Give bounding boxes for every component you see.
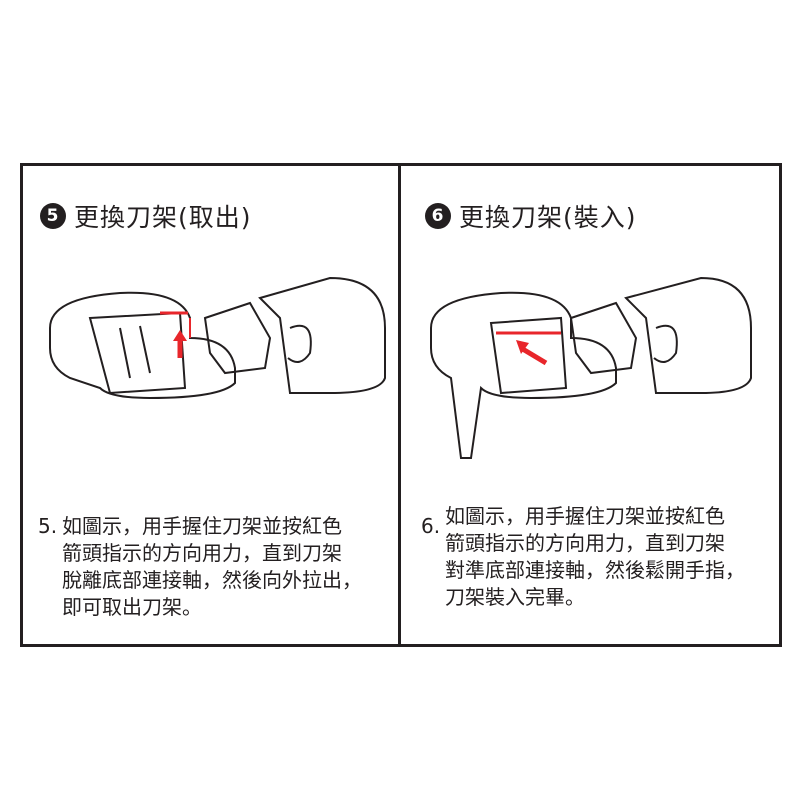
panel-install-blade: 6 更換刀架(裝入) 6. 如圖示，用手握住刀架並按紅色 箭頭指示的方向用力，直… [401, 163, 779, 647]
red-arrow-icon [519, 345, 548, 366]
panel-heading: 5 更換刀架(取出) [40, 198, 252, 234]
sharpener-illustration-remove [49, 276, 386, 400]
panel-divider [398, 163, 401, 647]
description-line: 箭頭指示的方向用力，直到刀架 [445, 531, 725, 555]
panel-title: 更換刀架(裝入) [459, 203, 637, 232]
instruction-frame [20, 163, 782, 647]
step-number: 5. [38, 514, 58, 538]
description-line: 如圖示，用手握住刀架並按紅色 [445, 504, 725, 528]
step-number: 6. [421, 514, 441, 538]
step-description: 6. 如圖示，用手握住刀架並按紅色 箭頭指示的方向用力，直到刀架 對準底部連接軸… [421, 504, 745, 611]
panel-remove-blade: 5 更換刀架(取出) 5. 如圖示，用手握住刀架並按紅色 箭頭指示的方向用力，直… [20, 163, 398, 647]
description-line: 如圖示，用手握住刀架並按紅色 [62, 514, 342, 538]
description-line: 對準底部連接軸，然後鬆開手指， [445, 558, 745, 582]
step-description: 5. 如圖示，用手握住刀架並按紅色 箭頭指示的方向用力，直到刀架 脫離底部連接軸… [38, 513, 362, 621]
panel-heading: 6 更換刀架(裝入) [425, 198, 637, 234]
description-line: 刀架裝入完畢。 [445, 585, 585, 609]
description-line: 箭頭指示的方向用力，直到刀架 [62, 541, 342, 565]
panel-title: 更換刀架(取出) [74, 203, 252, 232]
description-line: 脫離底部連接軸，然後向外拉出， [62, 568, 362, 592]
description-line: 即可取出刀架。 [62, 595, 202, 619]
step-badge: 5 [40, 203, 66, 229]
step-badge: 6 [425, 203, 451, 229]
sharpener-illustration-install [430, 276, 752, 459]
